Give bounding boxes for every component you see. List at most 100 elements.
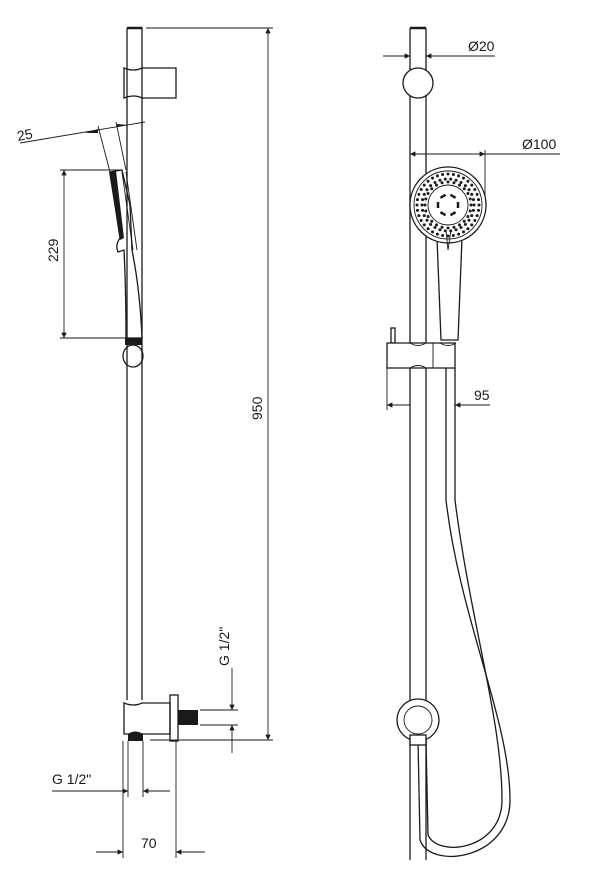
handshower-front bbox=[409, 166, 487, 341]
nozzle-dot bbox=[462, 176, 465, 180]
nozzle-dot bbox=[426, 215, 430, 218]
dimension-rail-diameter: Ø20 bbox=[383, 38, 495, 59]
nozzle-dot bbox=[425, 218, 429, 222]
nozzle-dot bbox=[417, 192, 421, 196]
nozzle-dot bbox=[467, 218, 471, 222]
nozzle-dot bbox=[466, 227, 470, 231]
nozzle-dot bbox=[458, 223, 461, 227]
nozzle-dot bbox=[466, 215, 470, 218]
nozzle-dot bbox=[420, 203, 424, 207]
holder-slider-front bbox=[386, 327, 457, 369]
nozzle-dot bbox=[470, 183, 474, 187]
label-outlet-thread-vertical: G 1/2" bbox=[216, 627, 232, 666]
center-nozzle bbox=[439, 193, 447, 199]
nozzle-dot bbox=[426, 227, 430, 231]
nozzle-dot bbox=[457, 232, 461, 236]
nozzle-dot bbox=[435, 232, 439, 236]
nozzle-dot bbox=[422, 183, 426, 187]
nozzle-dot bbox=[417, 214, 421, 218]
spray-nozzles bbox=[415, 172, 481, 238]
nozzle-dot bbox=[458, 183, 461, 187]
nozzle-dot bbox=[422, 223, 426, 227]
label-rail-diameter: Ø20 bbox=[468, 38, 495, 54]
nozzle-dot bbox=[415, 208, 419, 212]
center-nozzle bbox=[439, 211, 447, 217]
nozzle-dot bbox=[424, 197, 428, 201]
nozzle-dot bbox=[473, 219, 477, 222]
nozzle-dot bbox=[421, 208, 425, 212]
nozzle-dot bbox=[433, 180, 437, 184]
nozzle-dot bbox=[446, 180, 450, 184]
nozzle-dot bbox=[443, 177, 447, 181]
nozzle-dot bbox=[475, 192, 479, 196]
nozzle-dot bbox=[457, 174, 461, 178]
nozzle-dot bbox=[415, 198, 419, 202]
dimension-950: 950 bbox=[146, 27, 273, 741]
nozzle-dot bbox=[470, 192, 474, 196]
nozzle-dot bbox=[477, 198, 481, 202]
dimension-70: 70 bbox=[96, 741, 205, 858]
center-nozzle bbox=[449, 211, 457, 217]
nozzle-dot bbox=[430, 187, 434, 191]
nozzle-dot bbox=[452, 225, 456, 229]
nozzle-dot bbox=[451, 234, 455, 238]
nozzle-dot bbox=[431, 230, 434, 234]
nozzle-dot bbox=[426, 192, 430, 195]
nozzle-dot bbox=[459, 180, 463, 184]
nozzle-dot bbox=[468, 209, 472, 213]
nozzle-dot bbox=[435, 223, 438, 227]
nozzle-dot bbox=[423, 203, 427, 207]
nozzle-dot bbox=[424, 209, 428, 213]
nozzle-dot bbox=[429, 184, 433, 188]
nozzle-dot bbox=[438, 178, 442, 182]
dimension-head-diameter: Ø100 bbox=[410, 136, 560, 200]
dimension-bottom-thread: G 1/2" bbox=[52, 741, 170, 797]
label-wall-projection: 70 bbox=[141, 835, 157, 851]
nozzle-dot bbox=[471, 198, 475, 202]
nozzle-dot bbox=[446, 172, 450, 176]
nozzle-dot bbox=[452, 181, 456, 185]
nozzle-dot bbox=[472, 203, 476, 207]
nozzle-dot bbox=[422, 192, 426, 196]
nozzle-dot bbox=[473, 188, 477, 191]
nozzle-dot bbox=[470, 214, 474, 218]
nozzle-dot bbox=[477, 203, 481, 207]
dimension-25: 25 bbox=[16, 121, 146, 173]
nozzle-dot bbox=[467, 188, 471, 192]
nozzle-dot bbox=[463, 222, 467, 226]
nozzle-dot bbox=[433, 226, 437, 230]
nozzle-dot bbox=[440, 225, 444, 229]
nozzle-dot bbox=[440, 181, 444, 185]
nozzle-dot bbox=[425, 188, 429, 192]
nozzle-dot bbox=[454, 178, 458, 182]
nozzle-dot bbox=[421, 198, 425, 202]
nozzle-dot bbox=[466, 192, 470, 195]
nozzle-dot bbox=[462, 219, 466, 223]
nozzle-dot bbox=[459, 226, 463, 230]
nozzle-dot bbox=[415, 203, 419, 207]
nozzle-dot bbox=[422, 214, 426, 218]
center-nozzle bbox=[449, 193, 457, 199]
wall-holder-front bbox=[396, 698, 440, 746]
label-total-height: 950 bbox=[249, 396, 265, 420]
nozzle-dot bbox=[435, 174, 439, 178]
nozzle-dot bbox=[430, 219, 434, 223]
side-view: 25 229 950 G 1/2" bbox=[16, 26, 273, 858]
nozzle-dot bbox=[419, 188, 423, 191]
nozzle-dot bbox=[463, 184, 467, 188]
dimension-95: 95 bbox=[386, 368, 490, 410]
nozzle-dot bbox=[462, 230, 465, 234]
dimension-229: 229 bbox=[45, 169, 126, 339]
label-head-diameter: Ø100 bbox=[522, 136, 556, 152]
nozzle-dot bbox=[435, 183, 438, 187]
nozzle-dot bbox=[446, 226, 450, 230]
nozzle-dot bbox=[438, 228, 442, 232]
nozzle-dot bbox=[469, 203, 473, 207]
nozzle-dot bbox=[470, 223, 474, 227]
nozzle-dot bbox=[429, 222, 433, 226]
front-view: Ø20 Ø100 bbox=[383, 26, 560, 860]
nozzle-dot bbox=[477, 208, 481, 212]
label-handshower-length: 229 bbox=[45, 238, 61, 262]
nozzle-dot bbox=[419, 219, 423, 222]
